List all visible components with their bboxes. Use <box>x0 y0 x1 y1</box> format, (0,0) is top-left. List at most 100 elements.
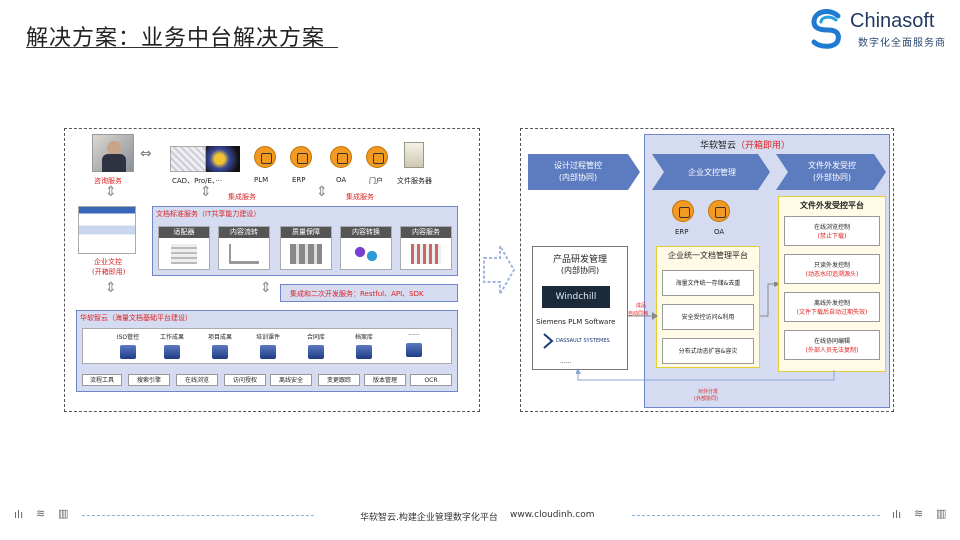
chevron-design-note: (内部协同) <box>558 173 598 182</box>
sync-arrow-icon <box>628 312 658 320</box>
external-item-name: 离线外发控制 <box>813 300 850 307</box>
footer-text: 华软智云.构建企业管理数字化平台 <box>360 513 498 523</box>
database-icon <box>120 345 136 359</box>
erp-orb-label: ERP <box>675 228 689 236</box>
footer-building-icon: ▥ <box>936 507 947 520</box>
page-title: 解决方案：业务中台解决方案 <box>26 26 326 51</box>
doc-card-adapter: 适配器 <box>158 226 210 270</box>
product-rd-more: ······ <box>560 360 572 367</box>
repo-contract: 合同库 <box>296 332 336 359</box>
integration-right-label: 集成服务 <box>346 193 374 201</box>
external-item-name: 只读外发控制 <box>813 262 850 269</box>
tool-ocr: OCR <box>410 374 452 386</box>
repo-work: 工作成果 <box>152 332 192 359</box>
doc-card-quality: 质量保障 <box>280 226 332 270</box>
arrow-systems-down-icon: ⇕ <box>316 184 328 200</box>
database-icon <box>308 345 324 359</box>
enterprise-doc-screenshot <box>78 206 136 254</box>
file-server-label: 文件服务器 <box>397 177 432 185</box>
doc-standard-title: 文档标准服务（IT共享能力建设） <box>156 210 261 218</box>
chevron-doc-shape <box>652 154 770 190</box>
doc-card-label: 内容服务 <box>401 227 451 238</box>
repo-project: 项目成果 <box>200 332 240 359</box>
integration-dev-box <box>280 284 458 302</box>
arrow-service-down-icon: ⇕ <box>260 280 272 296</box>
database-icon <box>212 345 228 359</box>
arrow-enterprise-down-icon: ⇕ <box>105 280 117 296</box>
cad-image <box>170 146 206 172</box>
repo-archive: 档案库 <box>344 332 384 359</box>
oa-orb-label: OA <box>714 228 725 236</box>
plm-icon <box>254 146 276 168</box>
external-item: 离线外发控制 (文件下载后自动过期失效) <box>784 292 880 322</box>
dassault-logo: DASSAULT SYSTEMES <box>556 338 610 344</box>
erp-orb-icon <box>672 200 694 222</box>
tool-preview: 在线浏览 <box>176 374 218 386</box>
erp-label: ERP <box>292 176 306 184</box>
sync-note-sub: 自动同档 <box>628 311 649 317</box>
unified-item: 分布式动态扩容&容灾 <box>662 338 754 364</box>
chevron-design-label: 设计过程管控 <box>554 161 602 170</box>
chevron-external-shape <box>776 154 886 190</box>
distribution-note-sub: (外部协同) <box>694 396 718 402</box>
external-item-note: (动态水印追溯源头) <box>805 271 859 278</box>
portal-icon <box>366 146 388 168</box>
tool-change: 变更跟踪 <box>318 374 360 386</box>
external-item-name: 在线浏览控制 <box>813 224 850 231</box>
arrow-consult-down-icon: ⇕ <box>105 184 117 200</box>
big-right-arrow-icon <box>483 242 516 298</box>
footer-layers-icon: ≋ <box>36 507 46 520</box>
doc-card-label: 适配器 <box>159 227 209 238</box>
arrow-cad-down-icon: ⇕ <box>200 184 212 200</box>
chinasoft-logo-icon <box>811 8 841 49</box>
plm-label: PLM <box>254 176 269 184</box>
product-rd-title: 产品研发管理 <box>552 255 607 265</box>
distribution-note: 对外分发 <box>698 389 719 395</box>
external-item: 在线协同编辑 (外部人员无法复制) <box>784 330 880 360</box>
brand-subtitle: 数字化全面服务商 <box>858 38 946 49</box>
sync-note: 成品 <box>636 303 647 309</box>
external-item: 在线浏览控制 (禁止下载) <box>784 216 880 246</box>
cloud-title: 华软智云 <box>700 141 737 151</box>
footer-divider-right <box>632 515 880 516</box>
oa-orb-icon <box>708 200 730 222</box>
distribution-line-icon <box>576 368 835 381</box>
external-connector-icon <box>760 282 780 317</box>
database-icon <box>406 343 422 357</box>
repo-label: 项目成果 <box>207 334 232 341</box>
database-icon <box>164 345 180 359</box>
external-item-note: (禁止下载) <box>817 233 847 240</box>
integration-dev-label: 集成和二次开发服务：Restful、API、SDK <box>290 290 424 298</box>
doc-card-content: 内容服务 <box>400 226 452 270</box>
oa-label: OA <box>336 176 347 184</box>
unified-item: 海量文件统一存储&去重 <box>662 270 754 296</box>
footer-url[interactable]: www.cloudinh.com <box>510 510 595 520</box>
enterprise-doc-note: (开箱即用) <box>92 268 126 276</box>
doc-card-label: 内容转换 <box>341 227 391 238</box>
left-architecture-panel <box>64 128 480 412</box>
repo-iso: ISO管控 <box>108 332 148 359</box>
chevron-doc-label: 企业文控管理 <box>688 168 736 177</box>
product-rd-box <box>532 246 628 370</box>
repo-label: 档案库 <box>354 334 373 341</box>
database-icon <box>260 345 276 359</box>
tool-workflow: 流程工具 <box>82 374 122 386</box>
integration-left-label: 集成服务 <box>228 193 256 201</box>
repo-label: 合同库 <box>306 334 325 341</box>
external-item-name: 在线协同编辑 <box>813 338 850 345</box>
chevron-design-shape <box>528 154 640 190</box>
repo-training: 培训课件 <box>248 332 288 359</box>
right-architecture-panel <box>520 128 894 412</box>
doc-card-label: 内容流转 <box>219 227 269 238</box>
unified-platform-title: 企业统一文档管理平台 <box>668 251 748 260</box>
oa-icon <box>330 146 352 168</box>
footer-building-icon: ▥ <box>58 507 69 520</box>
tool-version: 版本管理 <box>364 374 406 386</box>
unified-item: 安全受控访问&利用 <box>662 304 754 330</box>
repo-label: ······ <box>408 332 420 339</box>
double-arrow-icon: ⇔ <box>140 146 152 162</box>
erp-icon <box>290 146 312 168</box>
footer-waveform-icon: ılı <box>892 508 902 521</box>
tool-search: 搜索引擎 <box>128 374 170 386</box>
siemens-logo: Siemens PLM Software <box>536 318 616 326</box>
